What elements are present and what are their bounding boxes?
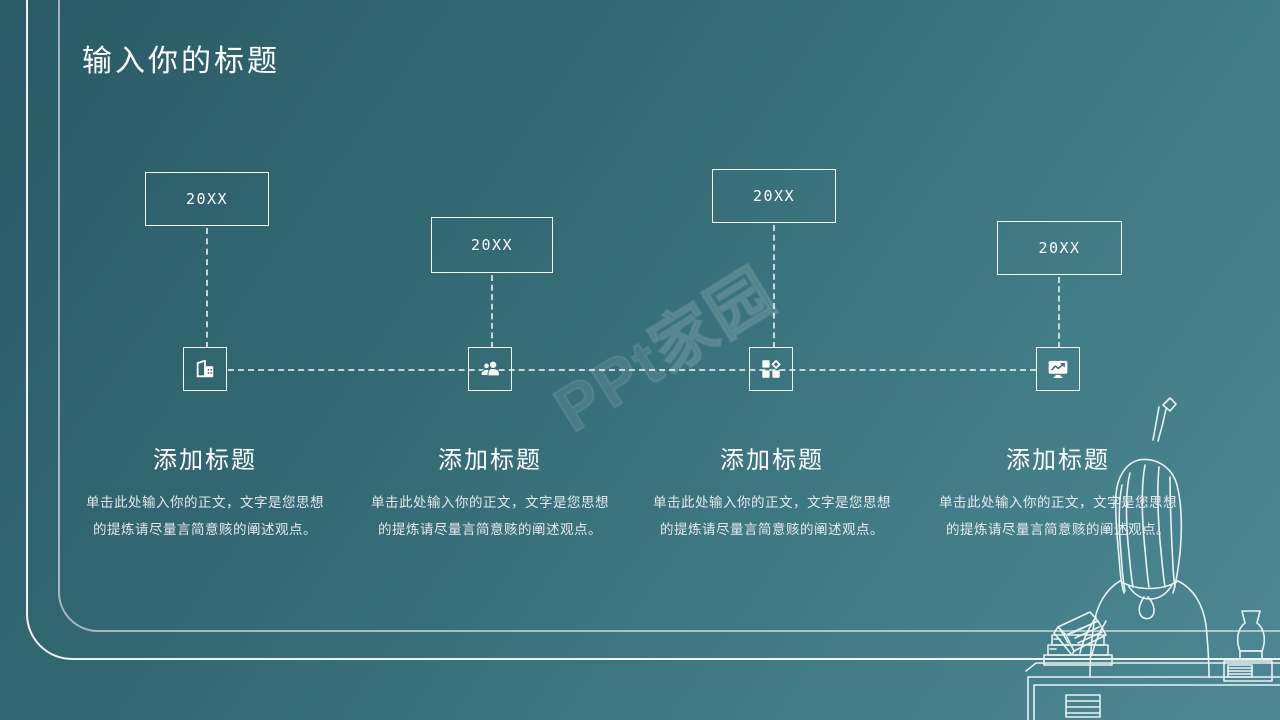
connector-4 [1058,277,1060,348]
year-box-4[interactable]: 20XX [997,221,1122,275]
monitor-chart-icon [1047,358,1069,380]
milestone-heading-2: 添加标题 [438,447,542,474]
year-label-1: 20XX [185,190,229,208]
building-icon [194,358,216,380]
connector-2 [491,275,493,348]
connector-1 [206,228,208,348]
girl-reading-at-desk-illustration [1000,385,1280,720]
milestone-body-4: 单击此处输入你的正文，文字是您思想的提炼请尽量言简意赅的阐述观点。 [939,495,1177,537]
year-label-3: 20XX [752,187,796,205]
blocks-icon [760,358,782,380]
frame-outer-border [26,0,1280,660]
page-title: 输入你的标题 [82,45,280,78]
milestone-body-1: 单击此处输入你的正文，文字是您思想的提炼请尽量言简意赅的阐述观点。 [86,495,324,537]
year-box-1[interactable]: 20XX [145,172,269,226]
milestone-column-2: 添加标题 单击此处输入你的正文，文字是您思想的提炼请尽量言简意赅的阐述观点。 [368,440,612,543]
users-icon [479,358,501,380]
milestone-column-3: 添加标题 单击此处输入你的正文，文字是您思想的提炼请尽量言简意赅的阐述观点。 [650,440,894,543]
milestone-icon-box-4[interactable] [1036,347,1080,391]
milestone-heading-4: 添加标题 [1006,447,1110,474]
year-label-4: 20XX [1038,239,1081,257]
milestone-icon-box-2[interactable] [468,347,512,391]
milestone-body-3: 单击此处输入你的正文，文字是您思想的提炼请尽量言简意赅的阐述观点。 [653,495,891,537]
watermark: PPt家园 [541,254,789,447]
milestone-heading-3: 添加标题 [720,447,824,474]
milestone-body-2: 单击此处输入你的正文，文字是您思想的提炼请尽量言简意赅的阐述观点。 [371,495,609,537]
timeline-axis [228,369,1036,371]
year-box-3[interactable]: 20XX [712,169,836,223]
milestone-heading-1: 添加标题 [153,447,257,474]
year-label-2: 20XX [470,236,514,254]
milestone-icon-box-1[interactable] [183,347,227,391]
milestone-column-1: 添加标题 单击此处输入你的正文，文字是您思想的提炼请尽量言简意赅的阐述观点。 [83,440,327,543]
year-box-2[interactable]: 20XX [431,217,553,273]
milestone-column-4: 添加标题 单击此处输入你的正文，文字是您思想的提炼请尽量言简意赅的阐述观点。 [936,440,1180,543]
connector-3 [773,225,775,348]
milestone-icon-box-3[interactable] [749,347,793,391]
